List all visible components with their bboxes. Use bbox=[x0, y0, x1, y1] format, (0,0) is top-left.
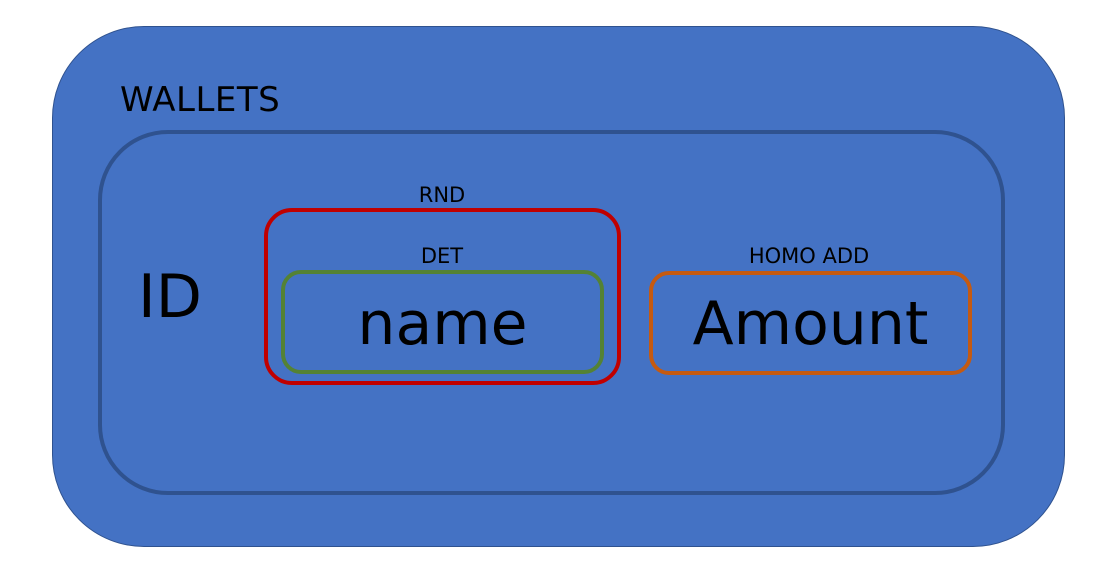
table-title: WALLETS bbox=[120, 80, 281, 120]
id-field-label: ID bbox=[138, 262, 202, 332]
rnd-layer-caption: RND bbox=[418, 183, 466, 207]
amount-field-label: Amount bbox=[692, 289, 929, 359]
homo-add-layer-caption: HOMO ADD bbox=[748, 244, 870, 268]
record-row-box bbox=[98, 130, 1005, 495]
det-layer-caption: DET bbox=[420, 244, 464, 268]
rnd-encryption-box bbox=[264, 208, 621, 385]
homo-add-encryption-box bbox=[649, 271, 972, 375]
name-field-label: name bbox=[357, 289, 528, 359]
det-encryption-box bbox=[281, 270, 604, 374]
wallets-table-container bbox=[52, 26, 1065, 547]
